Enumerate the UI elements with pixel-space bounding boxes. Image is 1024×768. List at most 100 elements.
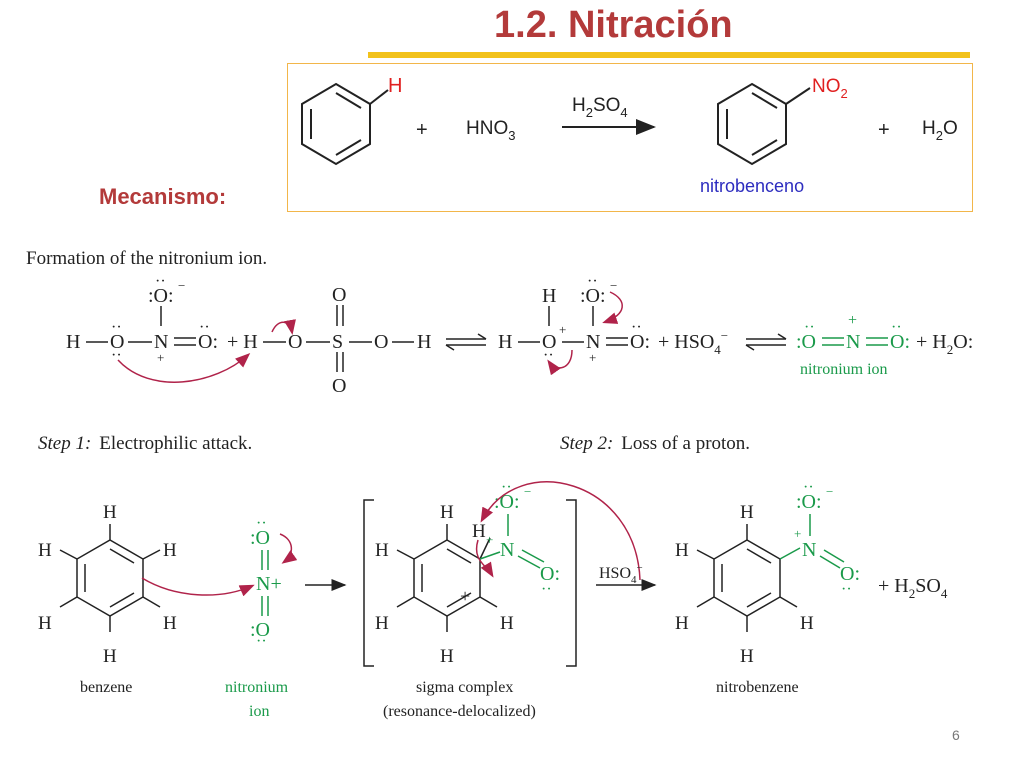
h2so4-product: + H2SO4	[878, 575, 948, 601]
svg-text:··: ··	[501, 479, 512, 496]
equilibrium-arrow-1	[445, 333, 487, 351]
svg-text:N: N	[802, 539, 816, 561]
svg-text:+: +	[486, 532, 493, 547]
svg-text:H: H	[472, 521, 486, 542]
step1-heading: Step 1:Electrophilic attack.	[38, 433, 252, 454]
svg-text:··: ··	[541, 581, 552, 598]
equilibrium-arrow-2	[745, 333, 787, 351]
svg-text:··: ··	[841, 581, 852, 598]
overview-plus-1: +	[416, 119, 428, 141]
sigma-label-1: sigma complex	[416, 679, 513, 696]
svg-text:N: N	[846, 331, 860, 353]
svg-text:O: O	[332, 375, 346, 397]
hso4-product: + HSO4−	[658, 328, 728, 357]
svg-text:+ H: + H	[227, 331, 258, 353]
svg-text:H: H	[498, 331, 512, 353]
svg-text:+: +	[559, 322, 566, 337]
step2-arrow-reagent: HSO4−	[599, 562, 643, 586]
svg-text:H: H	[163, 540, 177, 561]
svg-text:O:: O:	[840, 563, 860, 585]
svg-text:··: ··	[631, 319, 642, 336]
title-underline	[368, 52, 970, 58]
overview-h2so4: H2SO4	[572, 95, 628, 120]
svg-text:N+: N+	[256, 573, 282, 595]
overview-reaction-box	[287, 63, 973, 212]
svg-text:O:: O:	[540, 563, 560, 585]
svg-text:N: N	[500, 539, 514, 561]
nitronium-formation-heading: Formation of the nitronium ion.	[26, 248, 267, 269]
svg-text:H: H	[375, 540, 389, 561]
svg-text:··: ··	[256, 515, 267, 532]
svg-text:··: ··	[111, 319, 122, 336]
svg-text:O: O	[332, 284, 346, 306]
protonated-nitric-acid: H O ·· + H N + :O: ·· − O: ··	[498, 273, 650, 365]
sigma-nitro-group: N + :O: ·· − O: ··	[486, 479, 560, 598]
svg-text:O: O	[288, 331, 302, 353]
svg-text:O:: O:	[890, 331, 910, 353]
overview-benzene	[301, 82, 389, 166]
svg-text:H: H	[740, 646, 754, 667]
overview-nitrobenceno-label: nitrobenceno	[700, 176, 804, 196]
svg-text:−: −	[610, 278, 617, 293]
svg-text:N: N	[154, 331, 168, 353]
sigma-label-2: (resonance-delocalized)	[383, 703, 536, 720]
benzene-hydrogens: H H H H H H	[38, 502, 177, 667]
svg-text::O:: :O:	[494, 491, 520, 513]
svg-text:H: H	[542, 285, 556, 307]
nitrobenzene-nitro-group: N + :O: ·· − O: ··	[794, 479, 860, 598]
svg-text:··: ··	[804, 319, 815, 336]
svg-text:O: O	[110, 331, 124, 353]
page-number: 6	[952, 727, 960, 743]
svg-text:N: N	[586, 331, 600, 353]
overview-no2-substituent: NO2	[812, 76, 848, 101]
svg-text:+: +	[157, 350, 164, 365]
svg-text:H: H	[163, 613, 177, 634]
water-product: + H2O:	[916, 331, 973, 357]
overview-nitrobenzene	[717, 82, 811, 166]
svg-text::O: :O	[250, 619, 270, 641]
svg-text:H: H	[103, 646, 117, 667]
svg-text:O:: O:	[630, 331, 650, 353]
svg-text:H: H	[103, 502, 117, 523]
sigma-hydrogens: H H H H H H +	[375, 502, 514, 667]
nitric-acid-structure: H O ·· ·· N + :O: ·· − O: ··	[66, 273, 218, 365]
svg-text:H: H	[375, 613, 389, 634]
sigma-bracket-right	[566, 499, 577, 667]
svg-text:H: H	[38, 540, 52, 561]
svg-text:S: S	[332, 331, 343, 353]
svg-text:+: +	[460, 586, 470, 606]
svg-text:··: ··	[256, 633, 267, 650]
svg-text:H: H	[675, 613, 689, 634]
overview-hno3: HNO3	[466, 118, 515, 143]
svg-text:··: ··	[587, 273, 598, 290]
benzene-structure	[59, 524, 161, 632]
svg-text:··: ··	[155, 273, 166, 290]
svg-text:H: H	[800, 613, 814, 634]
nitronium-step-label-1: nitronium	[225, 679, 289, 696]
svg-text:O: O	[374, 331, 388, 353]
svg-text:H: H	[740, 502, 754, 523]
overview-water: H2O	[922, 118, 958, 143]
svg-text:H: H	[417, 331, 431, 353]
svg-text:+: +	[794, 526, 801, 541]
step2-heading: Step 2:Loss of a proton.	[560, 433, 750, 454]
mechanism-label: Mecanismo:	[99, 184, 227, 209]
nitronium-step-label-2: ion	[249, 703, 269, 720]
svg-text:H: H	[38, 613, 52, 634]
svg-text:O: O	[542, 331, 556, 353]
svg-text::O: :O	[250, 527, 270, 549]
nitronium-ion-structure: :O ·· N + O: ··	[796, 312, 910, 353]
svg-text::O:: :O:	[580, 285, 606, 307]
svg-text:··: ··	[199, 319, 210, 336]
nitrobenzene-structure	[696, 524, 801, 632]
slide-title: 1.2. Nitración	[494, 4, 733, 46]
svg-text:H: H	[675, 540, 689, 561]
svg-text:−: −	[524, 484, 531, 499]
nitronium-ion-label: nitronium ion	[800, 361, 888, 378]
sulfuric-acid-structure: + H O S O O O H	[227, 284, 431, 397]
svg-text:··: ··	[891, 319, 902, 336]
svg-text:O:: O:	[198, 331, 218, 353]
svg-text:+: +	[589, 350, 596, 365]
overview-plus-2: +	[878, 119, 890, 141]
svg-text:H: H	[440, 646, 454, 667]
